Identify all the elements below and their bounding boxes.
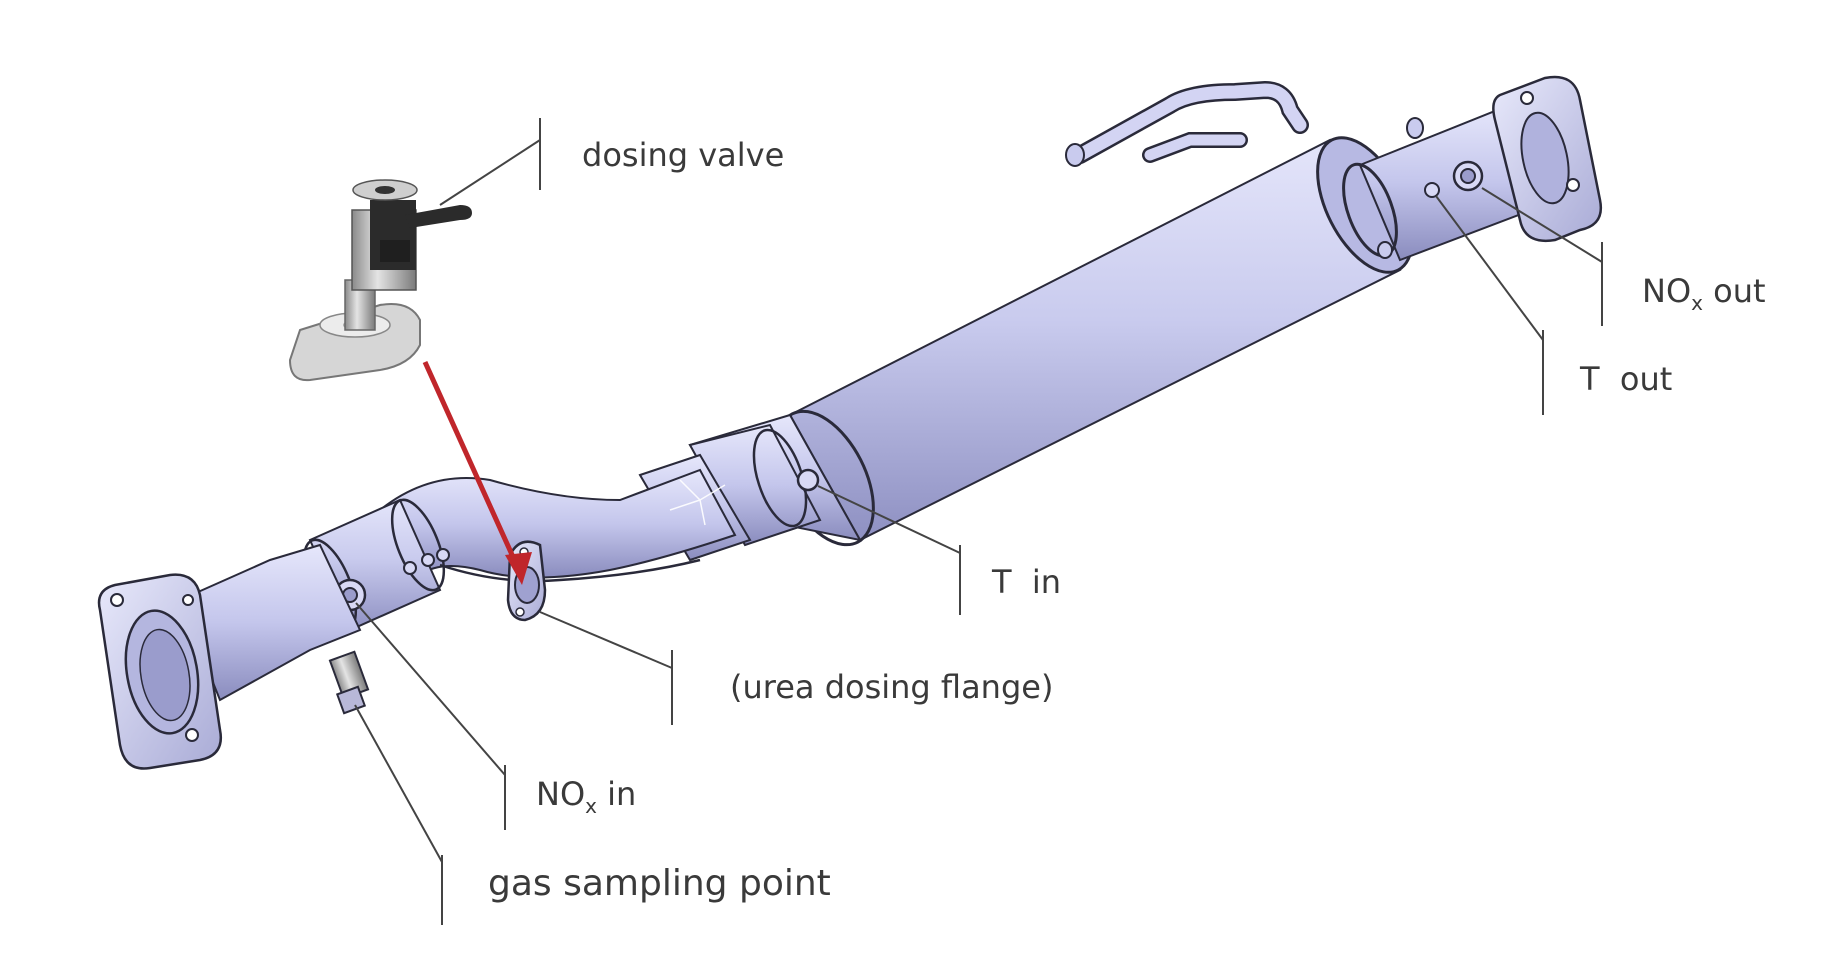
leader-t-in (817, 485, 961, 554)
label-nox-in-sub: x (585, 794, 597, 818)
leader-urea-flange (539, 611, 673, 669)
nox-out-port (1452, 160, 1484, 192)
solenoid-valve-icon (288, 179, 472, 382)
t-out-port (1424, 182, 1440, 198)
leader-gas-sampling (354, 704, 443, 863)
label-nox-in-rest: in (596, 775, 637, 813)
leader-lines (354, 118, 1603, 925)
label-nox-in: NOx in (536, 775, 637, 818)
leader-dosing-valve (439, 139, 541, 206)
leader-nox-out (1481, 187, 1603, 263)
red-arrow-icon (422, 360, 532, 585)
label-nox-out-rest: out (1702, 272, 1766, 310)
label-urea-dosing-flange: (urea dosing flange) (730, 668, 1054, 706)
t-in-port (796, 468, 820, 492)
s-bend-pipe (378, 468, 737, 583)
bypass-tube (1065, 80, 1309, 167)
label-gas-sampling-point: gas sampling point (488, 863, 831, 904)
inlet-cone (178, 543, 362, 702)
label-t-out: T out (1580, 360, 1673, 398)
leader-nox-in (355, 602, 506, 776)
inlet-flange (97, 573, 223, 770)
label-t-in: T in (992, 563, 1062, 601)
label-nox-out-main: NO (1642, 272, 1692, 310)
label-nox-in-main: NO (536, 775, 586, 813)
label-nox-out-sub: x (1691, 291, 1703, 315)
sensor-bosses (403, 548, 450, 575)
label-nox-out: NOx out (1642, 272, 1766, 315)
label-dosing-valve: dosing valve (582, 136, 785, 174)
gas-sampling-nozzle (328, 650, 370, 715)
outlet-flange (1492, 75, 1603, 243)
leader-t-out (1435, 195, 1544, 341)
